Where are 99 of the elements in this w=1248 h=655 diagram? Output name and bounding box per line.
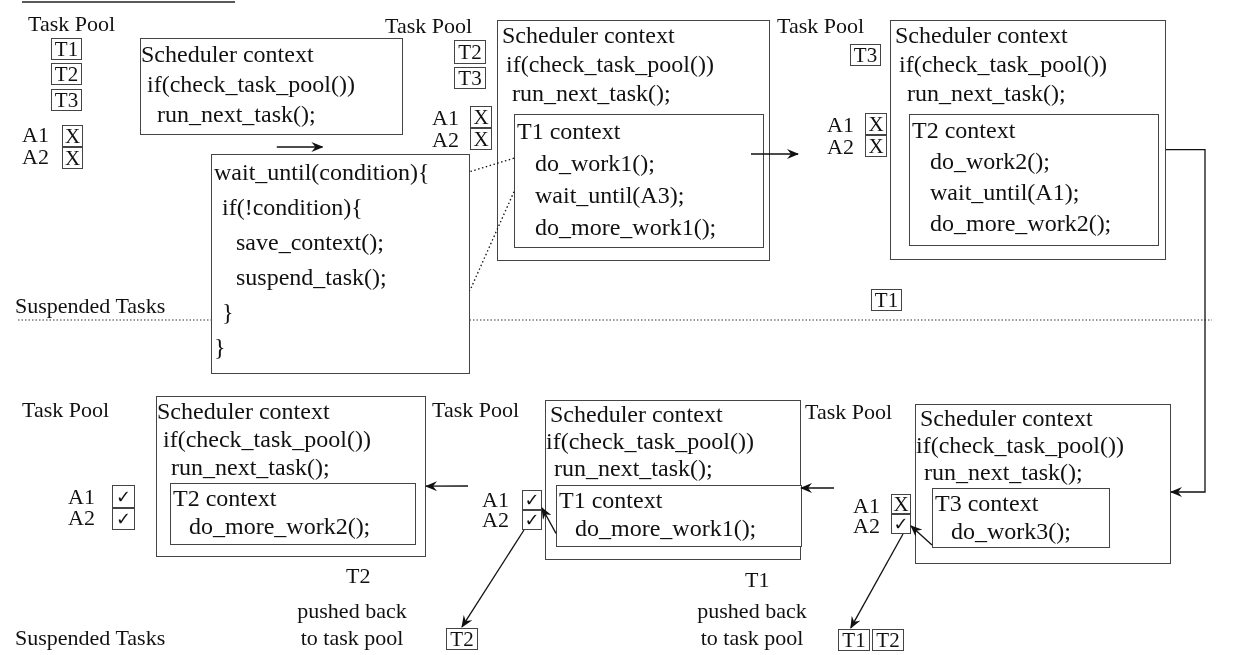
box-label: A2 <box>22 145 49 170</box>
context-box <box>932 488 1110 548</box>
task-box: T1 <box>51 38 82 60</box>
code-line: run_next_task(); <box>906 79 1067 108</box>
box-heading: Scheduler context <box>501 21 676 50</box>
box-heading: Scheduler context <box>919 405 1094 432</box>
box-label: T2 <box>346 564 371 589</box>
box-label: A2 <box>432 128 459 153</box>
task-box: T3 <box>850 44 881 66</box>
section-label: Task Pool <box>805 400 893 425</box>
arrow <box>850 533 904 629</box>
status-box: ✓ <box>112 485 135 508</box>
box-heading: T3 context <box>934 489 1040 517</box>
task-box: T3 <box>454 67 486 89</box>
box-heading: Scheduler context <box>157 397 331 425</box>
section-label: Task Pool <box>28 12 116 37</box>
box-label: A1 <box>827 113 854 138</box>
box-heading: Scheduler context <box>894 21 1069 50</box>
section-label: Suspended Tasks <box>15 626 166 651</box>
status-box: X <box>62 125 83 147</box>
task-box: T2 <box>872 629 904 651</box>
code-line: do_more_work1(); <box>534 213 718 242</box>
code-line: do_more_work2(); <box>929 209 1113 238</box>
code-line: wait_until(condition){ <box>213 158 431 187</box>
status-box: ✓ <box>112 508 135 530</box>
box-heading: T2 context <box>911 116 1017 145</box>
context-box <box>170 483 416 545</box>
task-box: T3 <box>51 89 82 111</box>
task-box: T2 <box>454 40 486 64</box>
code-line: if(!condition){ <box>221 193 364 222</box>
code-line: if(check_task_pool()) <box>505 50 715 79</box>
code-line: } <box>213 333 227 362</box>
status-box: X <box>865 135 887 157</box>
section-label: Task Pool <box>385 14 473 39</box>
status-box: ✓ <box>522 490 542 510</box>
code-line: save_context(); <box>235 228 385 257</box>
scheduler-box <box>140 38 403 135</box>
box-label: A2 <box>827 135 854 160</box>
arrow <box>541 507 557 535</box>
code-box <box>211 154 470 374</box>
arrow <box>1165 148 1206 497</box>
code-line: if(check_task_pool()) <box>146 70 356 99</box>
code-line: do_work3(); <box>950 517 1072 545</box>
status-box: ✓ <box>891 514 911 534</box>
code-line: run_next_task(); <box>156 100 317 129</box>
code-line: run_next_task(); <box>923 459 1084 486</box>
arrow <box>276 142 324 152</box>
arrow <box>461 529 525 628</box>
caption-text: pushed back to task pool <box>696 597 808 651</box>
status-box: X <box>865 113 887 135</box>
caption-text: pushed back to task pool <box>296 597 408 651</box>
box-label: A1 <box>432 106 459 131</box>
code-line: if(check_task_pool()) <box>916 432 1125 459</box>
code-line: do_work1(); <box>534 149 656 178</box>
code-line: run_next_task(); <box>553 455 714 482</box>
box-heading: T1 context <box>516 117 622 146</box>
box-heading: T2 context <box>172 484 278 512</box>
section-label: Task Pool <box>22 398 110 423</box>
code-line: } <box>221 298 235 327</box>
context-box <box>514 114 764 248</box>
code-line: if(check_task_pool()) <box>546 428 755 455</box>
arrow <box>800 483 835 493</box>
section-label: Suspended Tasks <box>15 294 166 319</box>
task-box: T2 <box>446 628 478 650</box>
status-box: X <box>470 128 492 150</box>
box-heading: Scheduler context <box>141 40 315 69</box>
scheduler-box <box>890 20 1166 260</box>
code-line: if(check_task_pool()) <box>162 425 372 453</box>
code-line: run_next_task(); <box>511 79 672 108</box>
code-line: wait_until(A3); <box>534 181 686 210</box>
status-box: X <box>470 106 492 128</box>
status-box: X <box>62 147 83 169</box>
status-box: X <box>891 494 911 514</box>
box-label: A1 <box>22 123 49 148</box>
task-box: T1 <box>838 629 870 651</box>
box-heading: Scheduler context <box>549 401 724 428</box>
section-label: Task Pool <box>777 14 865 39</box>
scheduler-box <box>156 396 426 557</box>
code-line: do_more_work2(); <box>188 512 372 540</box>
arrow <box>425 481 469 492</box>
scheduler-box <box>545 400 801 560</box>
code-line: suspend_task(); <box>235 263 388 292</box>
scheduler-box <box>497 20 770 261</box>
status-box: ✓ <box>522 510 542 530</box>
task-box: T1 <box>871 289 902 311</box>
code-line: run_next_task(); <box>170 453 331 481</box>
leader-line <box>469 157 515 173</box>
box-label: T1 <box>745 568 770 593</box>
arrow <box>910 525 933 546</box>
context-box <box>909 114 1159 246</box>
code-line: if(check_task_pool()) <box>898 50 1108 79</box>
section-label: Task Pool <box>432 398 520 423</box>
code-line: do_work2(); <box>929 147 1051 176</box>
code-line: do_more_work1(); <box>574 514 758 542</box>
scheduler-box <box>915 404 1171 564</box>
task-box: T2 <box>51 63 82 85</box>
box-heading: T1 context <box>558 486 664 514</box>
code-line: wait_until(A1); <box>929 178 1081 207</box>
context-box <box>556 485 802 547</box>
